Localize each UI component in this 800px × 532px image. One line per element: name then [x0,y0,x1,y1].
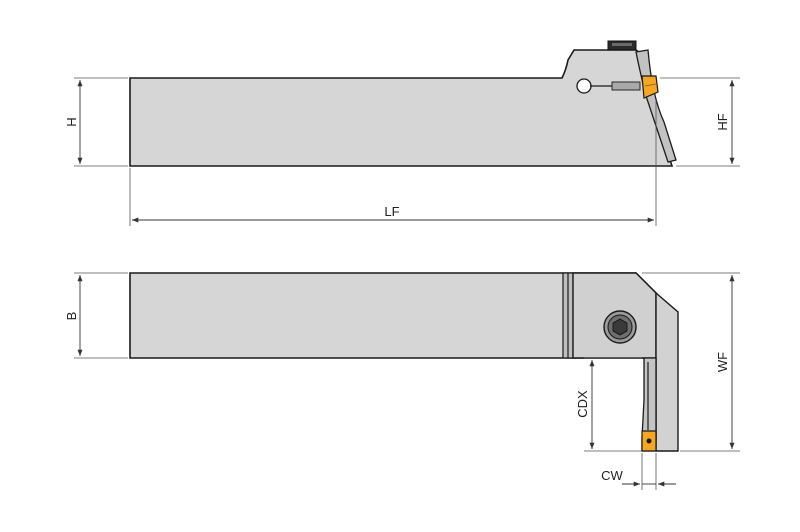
hex-socket-screw-icon [603,310,637,344]
dimension-cw: CW [601,453,676,490]
dimension-lf-label: LF [384,204,399,219]
dimension-lf: LF [129,100,657,226]
side-view-clamp-hole [576,78,592,94]
dimension-hf-label: HF [715,113,730,130]
top-view-blade [655,291,679,452]
dimension-h: H [64,77,128,167]
dimension-wf: WF [642,272,740,452]
side-view-shank [129,49,674,167]
hex-socket-screw-icon [607,40,637,51]
dimension-cdx-label: CDX [575,390,590,418]
dimension-wf-label: WF [715,352,730,372]
dimension-h-label: H [64,117,79,126]
dimension-cw-label: CW [601,468,623,483]
dimension-hf: HF [660,77,740,167]
dimension-b: B [64,272,128,359]
side-view [129,40,677,167]
cutting-insert-icon [641,75,659,99]
top-view [129,272,679,452]
dimension-cdx: CDX [575,357,642,452]
dimension-b-label: B [64,312,79,321]
